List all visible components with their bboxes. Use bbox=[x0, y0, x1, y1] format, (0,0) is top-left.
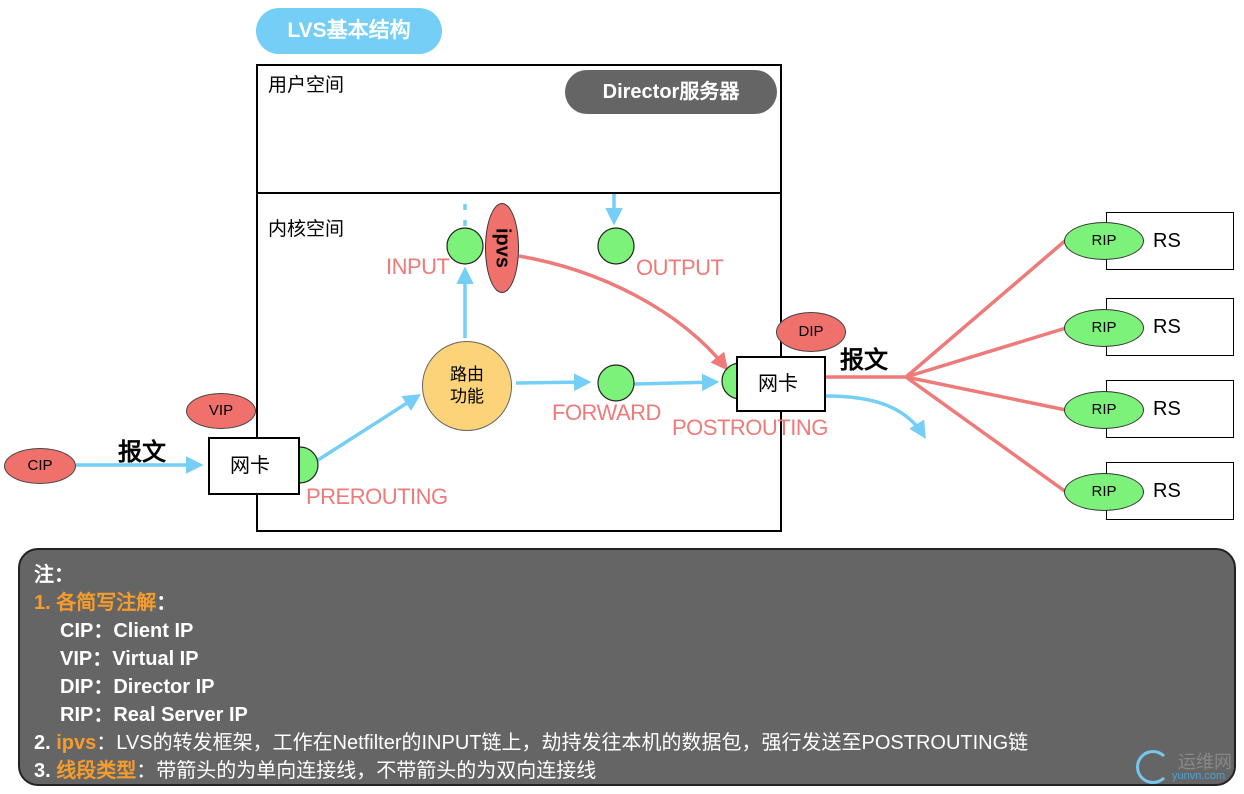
watermark-subtitle: yunvn.com bbox=[1172, 770, 1226, 782]
note-item-1-title: 1. 各简写注解 bbox=[34, 592, 157, 614]
abbr-sep: ： bbox=[93, 620, 114, 642]
rip-pill-1: RIP bbox=[1064, 222, 1144, 260]
note-item-1-colon: ： bbox=[156, 592, 177, 614]
routing-label-line1: 路由 bbox=[450, 365, 484, 384]
ipvs-node: ipvs bbox=[485, 203, 519, 293]
note-item-2-text: ：LVS的转发框架，工作在Netfilter的INPUT链上，劫持发往本机的数据… bbox=[96, 732, 1029, 754]
abbr-vip: VIP：Virtual IP bbox=[60, 642, 199, 671]
dip-nic-label: 网卡 bbox=[758, 373, 798, 395]
ipvs-to-postrouting-arrow bbox=[518, 254, 729, 371]
diagram-title: LVS基本结构 bbox=[256, 8, 442, 54]
abbr-value: Virtual IP bbox=[112, 648, 199, 670]
rip-pill-4: RIP bbox=[1064, 473, 1144, 511]
note-item-3: 3. 线段类型：带箭头的为单向连接线，不带箭头的为双向连接线 bbox=[34, 754, 596, 783]
routing-function-node: 路由 功能 bbox=[422, 341, 512, 431]
vip-nic-label: 网卡 bbox=[230, 455, 270, 477]
user-space-label: 用户空间 bbox=[268, 75, 345, 96]
abbr-sep: ： bbox=[93, 704, 114, 726]
abbr-value: Client IP bbox=[113, 620, 194, 642]
input-hook-label: INPUT bbox=[386, 254, 450, 279]
abbr-key: VIP bbox=[60, 648, 93, 670]
output-node bbox=[597, 227, 635, 265]
rip-pill-3: RIP bbox=[1064, 391, 1144, 429]
abbr-rip: RIP：Real Server IP bbox=[60, 698, 248, 727]
ipvs-label: ipvs bbox=[491, 227, 514, 269]
note-item-2: 2. ipvs：LVS的转发框架，工作在Netfilter的INPUT链上，劫持… bbox=[34, 726, 1028, 755]
fan-to-rs3-line bbox=[905, 375, 1067, 412]
fan-to-rs2-line bbox=[905, 326, 1067, 379]
dip-nic-box: 网卡 bbox=[736, 356, 826, 412]
prerouting-hook-label: PREROUTING bbox=[306, 484, 448, 509]
rs-label: RS bbox=[1153, 316, 1181, 338]
rip-pill-2: RIP bbox=[1064, 309, 1144, 347]
note-item-2-key: ipvs bbox=[56, 732, 97, 754]
watermark-title: 运维网 bbox=[1178, 752, 1232, 772]
forward-hook-label: FORWARD bbox=[552, 400, 661, 425]
input-node bbox=[446, 227, 484, 265]
vip-nic-box: 网卡 bbox=[208, 437, 300, 495]
rs-message-label: 报文 bbox=[840, 347, 888, 374]
postrouting-hook-label: POSTROUTING bbox=[672, 415, 828, 440]
rs-label: RS bbox=[1153, 480, 1181, 502]
site-watermark: 运维网 yunvn.com bbox=[1134, 746, 1234, 790]
forward-node bbox=[597, 364, 635, 402]
vip-pill: VIP bbox=[186, 393, 256, 429]
routing-to-forward-arrow bbox=[515, 373, 592, 391]
abbr-key: CIP bbox=[60, 620, 94, 642]
rs-label: RS bbox=[1153, 398, 1181, 420]
director-server-label: Director服务器 bbox=[565, 70, 777, 114]
abbr-sep: ： bbox=[92, 648, 113, 670]
prerouting-to-routing-arrow bbox=[317, 394, 421, 462]
routing-label-line2: 功能 bbox=[450, 387, 484, 406]
abbr-value: Real Server IP bbox=[113, 704, 248, 726]
abbr-value: Director IP bbox=[113, 676, 215, 698]
dip-pill: DIP bbox=[776, 312, 846, 352]
rs-label: RS bbox=[1153, 230, 1181, 252]
kernel-space-label: 内核空间 bbox=[268, 219, 345, 240]
cip-pill: CIP bbox=[4, 448, 76, 484]
note-item-1: 1. 各简写注解： bbox=[34, 586, 176, 615]
notes-panel: 注： 1. 各简写注解： CIP：Client IP VIP：Virtual I… bbox=[18, 548, 1236, 786]
abbr-sep: ： bbox=[93, 676, 114, 698]
fan-to-rs4-line bbox=[904, 375, 1068, 494]
notes-heading: 注： bbox=[34, 564, 74, 586]
fan-to-rs1-line bbox=[904, 238, 1068, 379]
abbr-dip: DIP：Director IP bbox=[60, 670, 215, 699]
abbr-key: DIP bbox=[60, 676, 94, 698]
watermark-logo-icon bbox=[1136, 750, 1170, 784]
client-message-label: 报文 bbox=[118, 439, 166, 466]
nic-out-blue-arrow bbox=[825, 394, 926, 439]
output-hook-label: OUTPUT bbox=[636, 255, 724, 280]
kernel-space-box: 内核空间 bbox=[256, 192, 782, 532]
note-item-3-key: 线段类型 bbox=[56, 760, 137, 782]
abbr-cip: CIP：Client IP bbox=[60, 614, 193, 643]
note-item-2-num: 2. bbox=[34, 732, 57, 754]
note-item-3-num: 3. bbox=[34, 760, 57, 782]
abbr-key: RIP bbox=[60, 704, 94, 726]
note-item-3-text: ：带箭头的为单向连接线，不带箭头的为双向连接线 bbox=[136, 760, 597, 782]
forward-to-postrouting-arrow bbox=[633, 373, 720, 392]
